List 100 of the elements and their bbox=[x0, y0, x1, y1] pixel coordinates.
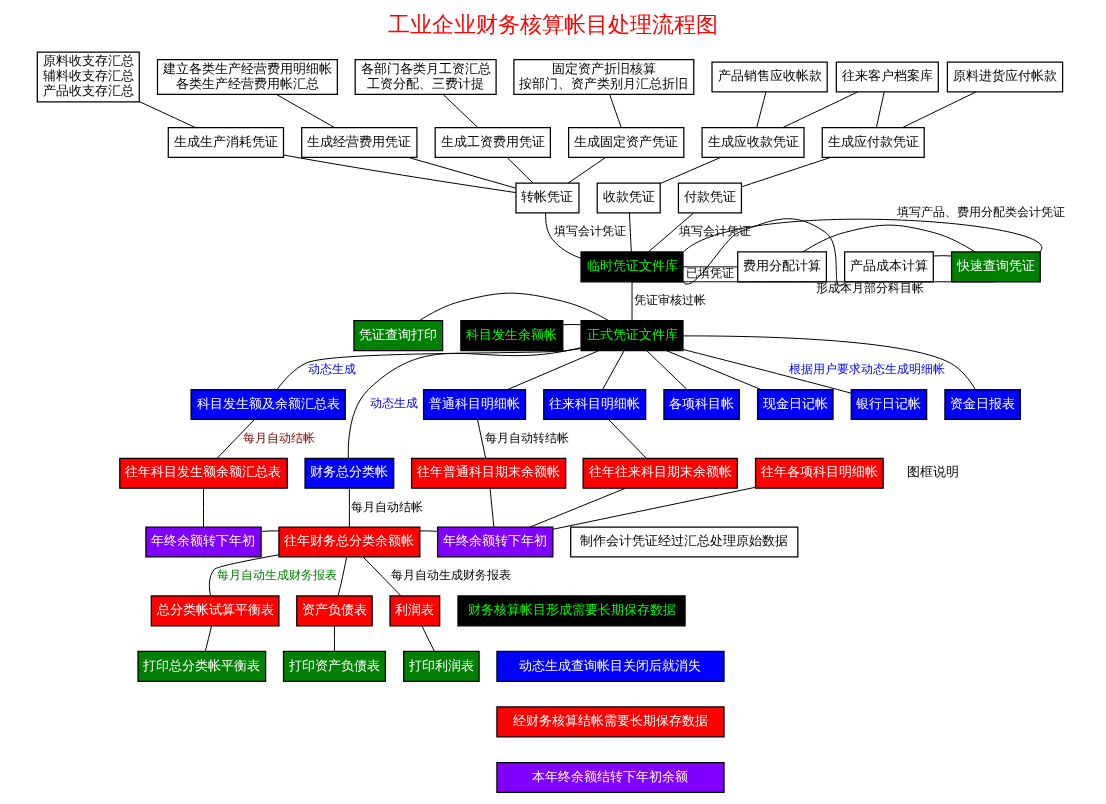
connector bbox=[421, 625, 435, 652]
connector bbox=[419, 530, 438, 532]
connector bbox=[208, 554, 280, 597]
connector bbox=[283, 154, 517, 194]
node-box: 银行日记帐 bbox=[850, 388, 928, 420]
edge-label: 填写产品、费用分配类会计凭证 bbox=[897, 203, 1066, 219]
connector bbox=[682, 266, 739, 268]
connector bbox=[276, 347, 582, 390]
connector bbox=[552, 486, 756, 530]
connector bbox=[337, 556, 348, 597]
legend-label: 财务核算帐目形成需要长期保存数据 bbox=[467, 601, 676, 617]
node-box: 往年科目发生额余额汇总表 bbox=[119, 457, 288, 489]
node-box: 收款凭证 bbox=[596, 182, 661, 214]
node-box: 各项科目帐 bbox=[663, 388, 740, 420]
connector bbox=[203, 487, 204, 528]
connector bbox=[756, 91, 767, 129]
connector bbox=[562, 323, 582, 326]
edge-label: 根据用户要求动态生成明细帐 bbox=[789, 360, 946, 376]
node-box: 固定资产折旧核算 按部门、资产类别月汇总折旧 bbox=[513, 59, 695, 96]
legend-label: 经财务核算结帐需要长期保存数据 bbox=[512, 713, 708, 729]
node-box: 快速查询凭证 bbox=[950, 251, 1041, 283]
node-box: 资金日报表 bbox=[944, 388, 1021, 420]
node-box: 打印总分类帐平衡表 bbox=[137, 650, 267, 682]
edge-label: 每月自动结帐 bbox=[243, 429, 316, 445]
connector bbox=[507, 350, 600, 391]
node-box: 总分类帐试算平衡表 bbox=[150, 595, 280, 627]
node-box: 资产负债表 bbox=[296, 595, 373, 627]
connector bbox=[362, 556, 402, 597]
connector bbox=[666, 350, 762, 391]
node-box: 产品销售应收帐款 bbox=[711, 61, 828, 93]
connector bbox=[782, 91, 858, 129]
connector bbox=[408, 157, 517, 189]
connector bbox=[648, 212, 694, 253]
node-box: 原料进货应付帐款 bbox=[946, 61, 1064, 93]
node-box: 原料收支存汇总 辅料收支存汇总 产品收支存汇总 bbox=[36, 51, 140, 103]
connector bbox=[608, 419, 647, 459]
node-box: 往年往来科目期末余额帐 bbox=[582, 457, 738, 489]
connector bbox=[216, 419, 255, 459]
node-box: 各部门各类月工资汇总 工资分配、三费计提 bbox=[354, 59, 497, 96]
connector bbox=[139, 101, 196, 129]
connector bbox=[682, 218, 846, 287]
connector bbox=[609, 94, 622, 128]
connector bbox=[932, 255, 952, 257]
node-box: 打印资产负债表 bbox=[282, 650, 387, 682]
connector bbox=[740, 157, 831, 188]
legend-label: 制作会计凭证经过汇总处理原始数据 bbox=[580, 533, 789, 549]
edge-label: 已填凭证 bbox=[686, 264, 735, 280]
node-box: 年终余额转下年初 bbox=[437, 526, 554, 558]
connector bbox=[682, 348, 852, 394]
legend-label: 本年终余额结转下年初余额 bbox=[532, 768, 689, 784]
edge-label: 动态生成 bbox=[369, 395, 418, 411]
node-box: 生成固定资产凭证 bbox=[568, 127, 685, 159]
connector bbox=[682, 218, 1041, 253]
node-box: 临时凭证文件库 bbox=[580, 251, 684, 283]
edge-label: 每月自动转结帐 bbox=[484, 429, 569, 445]
edge-label: 动态生成 bbox=[307, 360, 356, 376]
node-box: 打印利润表 bbox=[403, 650, 480, 682]
diagram-title: 工业企业财务核算帐目处理流程图 bbox=[388, 12, 718, 38]
node-box: 产品成本计算 bbox=[844, 251, 934, 283]
node-box: 正式凭证文件库 bbox=[580, 320, 684, 352]
node-box: 普通科目明细帐 bbox=[422, 388, 527, 420]
connector bbox=[682, 335, 976, 390]
node-box: 转帐凭证 bbox=[515, 182, 580, 214]
connector bbox=[631, 281, 997, 283]
connector bbox=[442, 94, 479, 128]
node-box: 往年各项科目明细帐 bbox=[754, 457, 884, 489]
edge-label: 填写会计凭证 bbox=[554, 223, 627, 239]
node-box: 往年财务总分类余额帐 bbox=[278, 526, 421, 558]
connector bbox=[628, 212, 632, 253]
connector bbox=[489, 487, 495, 528]
connector bbox=[260, 530, 280, 532]
connector bbox=[333, 625, 335, 652]
node-box: 往来客户档案库 bbox=[835, 61, 939, 93]
node-box: 年终余额转下年初 bbox=[145, 526, 262, 558]
node-box: 现金日记帐 bbox=[756, 388, 834, 420]
connector bbox=[204, 625, 213, 652]
node-box: 建立各类生产经营费用明细帐 各类生产经营费用帐汇总 bbox=[156, 59, 338, 96]
connector bbox=[529, 487, 626, 528]
edge-label: 每月自动结帐 bbox=[351, 498, 424, 514]
edge-label: 每月自动生成财务报表 bbox=[216, 567, 337, 583]
node-box: 往年普通科目期末余额帐 bbox=[410, 457, 567, 489]
node-box: 科目发生余额帐 bbox=[460, 320, 564, 352]
connector bbox=[602, 350, 625, 390]
edge-label: 凭证审核过帐 bbox=[633, 292, 706, 308]
node-box: 付款凭证 bbox=[677, 182, 743, 214]
node-box: 凭证查询打印 bbox=[353, 320, 444, 352]
node-box: 利润表 bbox=[389, 595, 441, 627]
connector bbox=[506, 157, 534, 184]
label: 图框说明 bbox=[906, 464, 959, 480]
node-box: 生成经营费用凭证 bbox=[301, 127, 418, 159]
node-box: 科目发生额及余额汇总表 bbox=[190, 388, 346, 420]
edge-label: 每月自动生成财务报表 bbox=[390, 567, 511, 583]
connector bbox=[875, 91, 885, 129]
connector bbox=[646, 350, 688, 390]
node-box: 往来科目明细帐 bbox=[543, 388, 647, 420]
node-box: 费用分配计算 bbox=[737, 251, 827, 283]
node-box: 财务总分类帐 bbox=[304, 457, 395, 489]
node-box: 生成应收款凭证 bbox=[701, 127, 805, 159]
connector bbox=[477, 419, 487, 459]
connector bbox=[418, 292, 610, 322]
